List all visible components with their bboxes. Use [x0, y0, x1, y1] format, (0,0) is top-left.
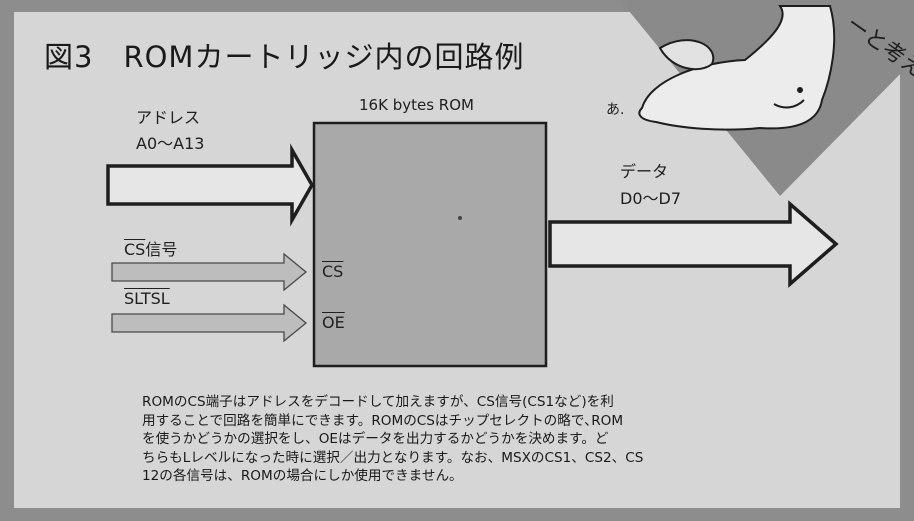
rom-label: 16K bytes ROM: [359, 96, 474, 114]
caption-line: 用することで回路を簡単にできます。ROMのCSはチップセレクトの略で､ROM: [142, 412, 624, 429]
cs-signal-arrow: [111, 252, 308, 292]
figure-title: 図3 ROMカートリッジ内の回路例: [44, 40, 525, 74]
address-bus-arrow: [106, 143, 315, 227]
caption-line: を使うかどうかの選択をし、OEはデータを出力するかどうかを決めます。ど: [142, 431, 609, 447]
caption-line: ROMのCS端子はアドレスをデコードして加えますが、CS信号(CS1など)を利: [142, 394, 614, 410]
rom-dot: [458, 216, 462, 220]
caption-line: ちらもLレベルになった時に選択／出力となります。なお、MSXのCS1、CS2、C…: [142, 449, 644, 466]
cartoon-sigh: あ.: [606, 102, 624, 118]
data-label: データ: [620, 162, 669, 181]
pin-cs-label: CS: [322, 262, 344, 281]
rom-chip-box: [312, 121, 548, 368]
caption-text: ROMのCS端子はアドレスをデコードして加えますが、CS信号(CS1など)を利 …: [142, 393, 802, 486]
address-range: A0～A13: [136, 134, 205, 153]
cartoon-character: [638, 5, 836, 131]
pin-oe-label: OE: [322, 313, 345, 332]
data-bus-arrow: [548, 200, 839, 288]
sltsl-label: SLTSL: [124, 289, 170, 308]
cs-signal-label: CS信号: [124, 236, 177, 260]
cs-signal-name: CS: [124, 240, 146, 259]
cs-signal-suffix: 信号: [145, 240, 178, 259]
caption-line: 12の各信号は、ROMの場合にしか使用できません。: [142, 468, 463, 484]
address-label: アドレス: [136, 108, 201, 127]
data-range: D0～D7: [620, 189, 682, 208]
sltsl-signal-arrow: [111, 303, 308, 343]
